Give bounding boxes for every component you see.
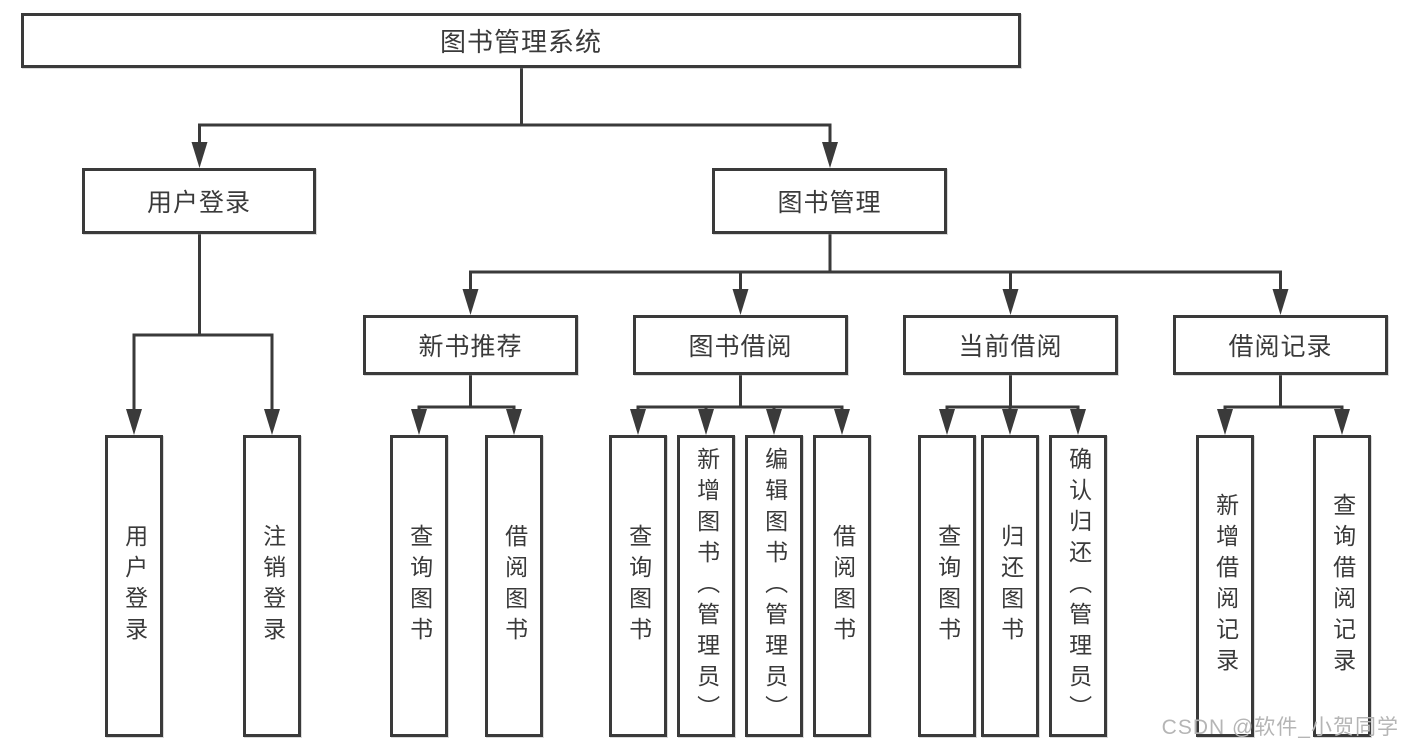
node-leaf-return-books: 归还图书 (981, 435, 1039, 737)
node-label: 注销登录 (259, 524, 286, 648)
node-label: 查询图书 (934, 524, 961, 648)
node-leaf-query-books-2: 查询图书 (609, 435, 667, 737)
node-library-management-system: 图书管理系统 (21, 13, 1021, 68)
node-leaf-query-books-3: 查询图书 (918, 435, 976, 737)
node-leaf-query-books-1: 查询图书 (390, 435, 448, 737)
node-borrowing-records: 借阅记录 (1173, 315, 1388, 375)
node-user-login-branch: 用户登录 (82, 168, 316, 234)
node-label: 查询图书 (625, 524, 652, 648)
watermark: CSDN @软件_小贺同学 (1161, 716, 1399, 739)
node-label: 新增借阅记录 (1212, 493, 1239, 679)
node-leaf-user-login: 用户登录 (105, 435, 163, 737)
node-label: 借阅图书 (829, 524, 856, 648)
node-label: 查询图书 (406, 524, 433, 648)
node-label: 借阅记录 (1228, 333, 1333, 361)
node-label: 归还图书 (997, 524, 1024, 648)
node-label: 图书管理系统 (439, 27, 602, 57)
node-leaf-add-books-admin: 新增图书（管理员） (677, 435, 735, 737)
node-label: 编辑图书（管理员） (761, 446, 788, 726)
node-current-borrowing: 当前借阅 (903, 315, 1118, 375)
node-leaf-add-borrow-record: 新增借阅记录 (1196, 435, 1254, 737)
node-leaf-borrow-books-2: 借阅图书 (813, 435, 871, 737)
node-leaf-confirm-return-admin: 确认归还（管理员） (1049, 435, 1107, 737)
node-leaf-edit-books-admin: 编辑图书（管理员） (745, 435, 803, 737)
node-label: 当前借阅 (958, 333, 1063, 361)
node-label: 图书管理 (777, 189, 882, 217)
node-label: 借阅图书 (501, 524, 528, 648)
node-label: 用户登录 (121, 524, 148, 648)
node-book-management-branch: 图书管理 (712, 168, 947, 234)
node-label: 图书借阅 (688, 333, 793, 361)
node-leaf-logout: 注销登录 (243, 435, 301, 737)
node-label: 新增图书（管理员） (693, 446, 720, 726)
node-leaf-borrow-books-1: 借阅图书 (485, 435, 543, 737)
node-book-borrowing: 图书借阅 (633, 315, 848, 375)
node-new-book-recommendation: 新书推荐 (363, 315, 578, 375)
node-label: 查询借阅记录 (1329, 493, 1356, 679)
node-label: 用户登录 (146, 189, 251, 217)
node-leaf-query-borrow-record: 查询借阅记录 (1313, 435, 1371, 737)
node-label: 确认归还（管理员） (1065, 446, 1092, 726)
node-label: 新书推荐 (418, 333, 523, 361)
